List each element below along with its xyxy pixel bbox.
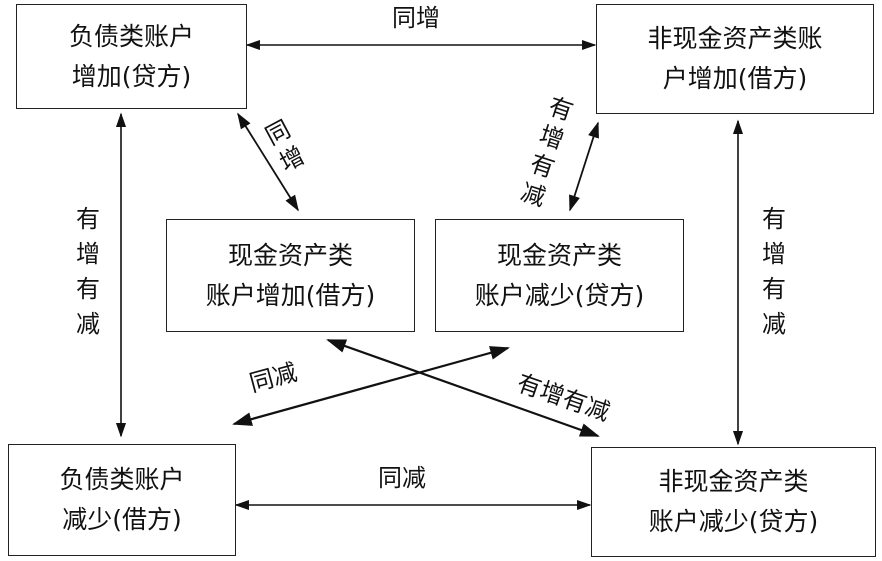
box-text-line: 负债类账户 [59, 465, 185, 494]
box-text-line: 户增加(借方) [662, 64, 808, 93]
label-char: 有 [76, 205, 100, 233]
box-cash-asset-increase: 现金资产类 账户增加(借方) [166, 219, 415, 332]
label-top-same-increase: 同增 [392, 4, 440, 32]
box-text-line: 账户减少(贷方) [648, 507, 819, 536]
box-text-line: 账户增加(借方) [205, 280, 376, 310]
label-bottom-same-decrease: 同减 [378, 464, 426, 492]
box-noncash-asset-decrease: 非现金资产类 账户减少(贷方) [591, 447, 876, 557]
box-liability-increase: 负债类账户 增加(贷方) [16, 4, 247, 109]
box-text-line: 减少(借方) [62, 505, 182, 534]
box-text-line: 非现金资产类账 [647, 24, 823, 53]
label-char: 增 [762, 240, 786, 268]
arrow-diagonal-upper-right [569, 121, 599, 212]
arrow-diagonal-upper-left [237, 112, 299, 212]
arrow-cross-inc-dec [326, 338, 600, 438]
box-noncash-asset-increase: 非现金资产类账 户增加(借方) [596, 4, 874, 114]
box-text-line: 账户减少(贷方) [474, 280, 645, 310]
box-text-line: 负债类账户 [68, 21, 194, 51]
label-char: 减 [762, 310, 786, 338]
box-liability-decrease: 负债类账户 减少(借方) [8, 444, 236, 556]
label-left-vertical: 有 增 有 减 [73, 202, 103, 342]
box-text-line: 现金资产类 [227, 240, 353, 270]
box-text-line: 非现金资产类 [658, 467, 809, 496]
box-text-line: 现金资产类 [496, 240, 622, 270]
label-right-vertical: 有 增 有 减 [759, 202, 789, 342]
box-cash-asset-decrease: 现金资产类 账户减少(贷方) [435, 219, 684, 332]
label-char: 有 [762, 275, 786, 303]
label-char: 有 [76, 275, 100, 303]
box-text-line: 增加(贷方) [71, 61, 192, 91]
label-char: 增 [76, 240, 100, 268]
label-char: 减 [76, 310, 100, 338]
label-char: 有 [762, 205, 786, 233]
